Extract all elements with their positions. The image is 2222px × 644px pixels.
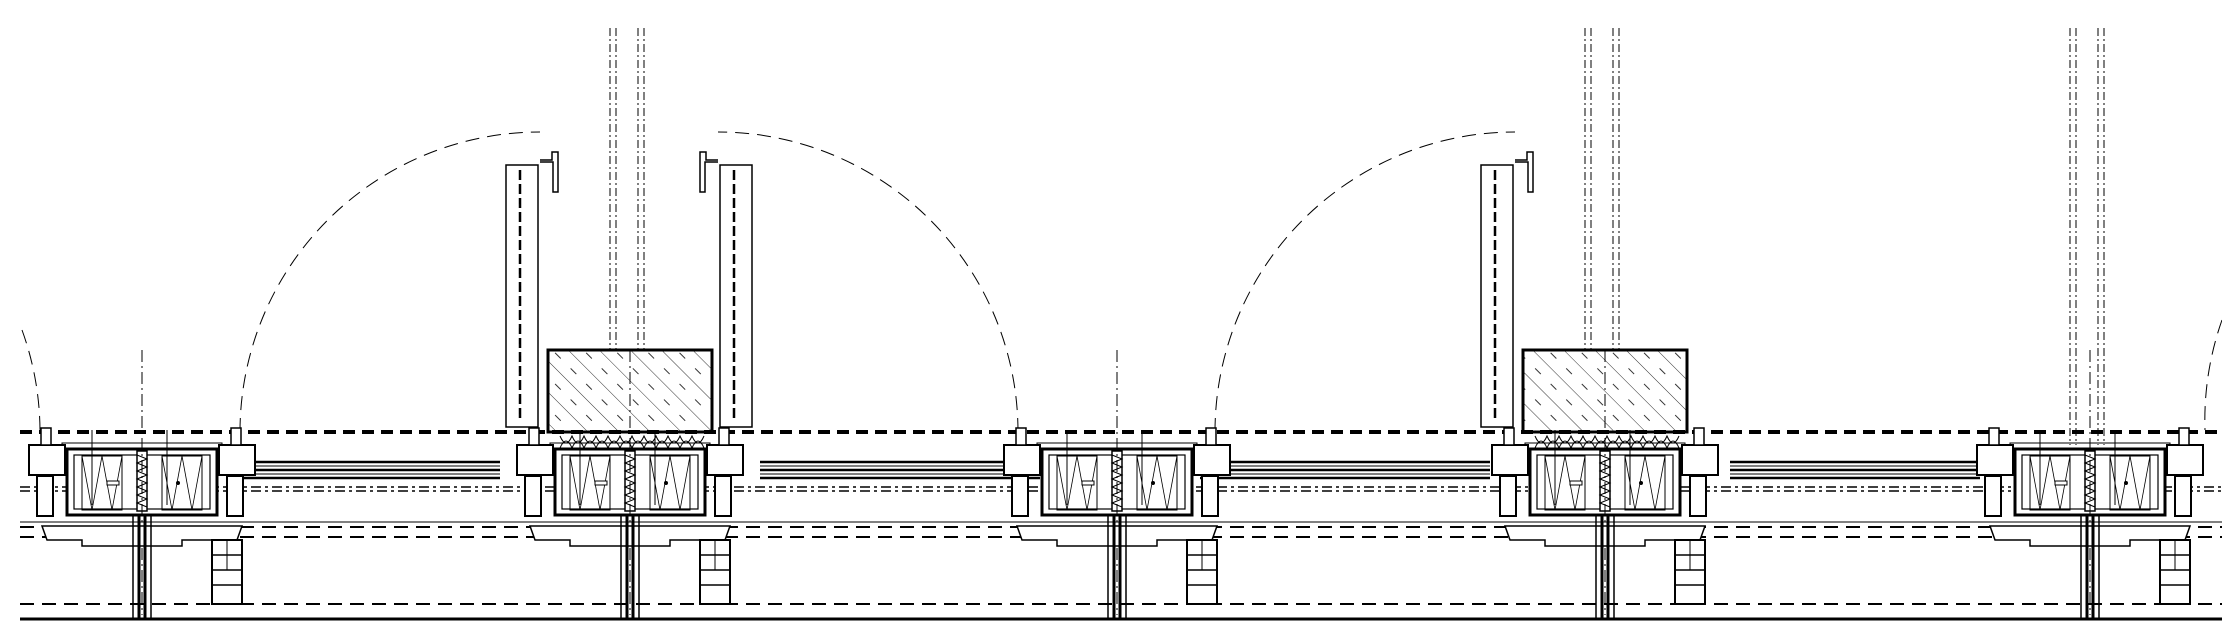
bolt-icon bbox=[176, 481, 180, 485]
thermal-break-zigzag bbox=[2083, 452, 2097, 508]
gasket bbox=[1689, 475, 1707, 517]
hatched-block bbox=[546, 348, 714, 434]
door-handle bbox=[540, 151, 559, 193]
insulation-zigzag bbox=[161, 455, 203, 511]
insulation-wave bbox=[1534, 440, 1680, 450]
bolt-icon bbox=[1151, 481, 1155, 485]
thermal-break-zigzag bbox=[1110, 452, 1124, 508]
door-handle bbox=[1515, 151, 1534, 193]
pin bbox=[1693, 427, 1705, 446]
bolt-icon bbox=[1639, 481, 1643, 485]
door-leaf bbox=[699, 131, 1019, 433]
pin bbox=[2178, 427, 2190, 446]
thermal-break-zigzag bbox=[1598, 452, 1612, 508]
door-swing-arc bbox=[717, 131, 1019, 433]
thermal-break-zigzag bbox=[623, 452, 637, 508]
pin bbox=[718, 427, 730, 446]
side-profile bbox=[1976, 444, 2014, 476]
mullion-unit bbox=[28, 350, 256, 619]
door-handle bbox=[699, 151, 718, 193]
side-profile bbox=[706, 444, 744, 476]
pin bbox=[1015, 427, 1027, 446]
glazing-panel bbox=[1200, 460, 1490, 480]
fixing-plate bbox=[1569, 480, 1583, 486]
base-profile bbox=[1988, 525, 2192, 547]
hatched-block bbox=[1521, 348, 1689, 434]
base-profile bbox=[40, 525, 244, 547]
insulation-zigzag bbox=[1544, 455, 1586, 511]
thermal-break-zigzag bbox=[135, 452, 149, 508]
glazing-panel bbox=[240, 460, 500, 480]
insulation-zigzag bbox=[649, 455, 691, 511]
side-profile bbox=[28, 444, 66, 476]
insulation-wave bbox=[559, 434, 705, 444]
glazing-panel bbox=[1730, 460, 1980, 480]
pin bbox=[1988, 427, 2000, 446]
insulation-zigzag bbox=[81, 455, 123, 511]
gasket bbox=[714, 475, 732, 517]
door-leaf bbox=[239, 131, 559, 433]
gasket bbox=[524, 475, 542, 517]
door-swing-arc bbox=[2204, 319, 2222, 431]
door-swing-arc bbox=[1214, 131, 1516, 433]
bolt-icon bbox=[2124, 481, 2128, 485]
door-panel bbox=[505, 164, 539, 428]
mullion-unit bbox=[1976, 350, 2204, 619]
side-profile bbox=[218, 444, 256, 476]
door-post-unit bbox=[516, 28, 744, 619]
glazing-panel bbox=[760, 460, 1040, 480]
gasket bbox=[1011, 475, 1029, 517]
gasket bbox=[1201, 475, 1219, 517]
side-profile bbox=[1491, 444, 1529, 476]
insulation-zigzag bbox=[2109, 455, 2151, 511]
fixing-plate bbox=[2054, 480, 2068, 486]
side-profile bbox=[1003, 444, 1041, 476]
side-profile bbox=[1193, 444, 1231, 476]
pin bbox=[1503, 427, 1515, 446]
door-leaf bbox=[1214, 131, 1534, 433]
gasket bbox=[1499, 475, 1517, 517]
side-profile bbox=[2166, 444, 2204, 476]
gasket bbox=[1984, 475, 2002, 517]
base-profile bbox=[1503, 525, 1707, 547]
insulation-wave bbox=[1534, 434, 1680, 444]
pin bbox=[230, 427, 242, 446]
door-swing-arc bbox=[239, 131, 541, 433]
bolt-icon bbox=[664, 481, 668, 485]
gasket bbox=[2174, 475, 2192, 517]
pin bbox=[528, 427, 540, 446]
gasket bbox=[36, 475, 54, 517]
fixing-plate bbox=[594, 480, 608, 486]
door-panel bbox=[1480, 164, 1514, 428]
base-profile bbox=[528, 525, 732, 547]
side-profile bbox=[516, 444, 554, 476]
insulation-zigzag bbox=[2029, 455, 2071, 511]
base-profile bbox=[1015, 525, 1219, 547]
fixing-plate bbox=[1081, 480, 1095, 486]
side-profile bbox=[1681, 444, 1719, 476]
insulation-zigzag bbox=[1056, 455, 1098, 511]
insulation-wave bbox=[559, 440, 705, 450]
door-post-unit bbox=[1491, 28, 1719, 619]
pin bbox=[40, 427, 52, 446]
mullion-unit bbox=[1003, 350, 1231, 619]
insulation-zigzag bbox=[569, 455, 611, 511]
insulation-zigzag bbox=[1136, 455, 1178, 511]
pin bbox=[1205, 427, 1217, 446]
insulation-zigzag bbox=[1624, 455, 1666, 511]
door-panel bbox=[719, 164, 753, 428]
door-swing-arc bbox=[21, 329, 41, 431]
gasket bbox=[226, 475, 244, 517]
fixing-plate bbox=[106, 480, 120, 486]
